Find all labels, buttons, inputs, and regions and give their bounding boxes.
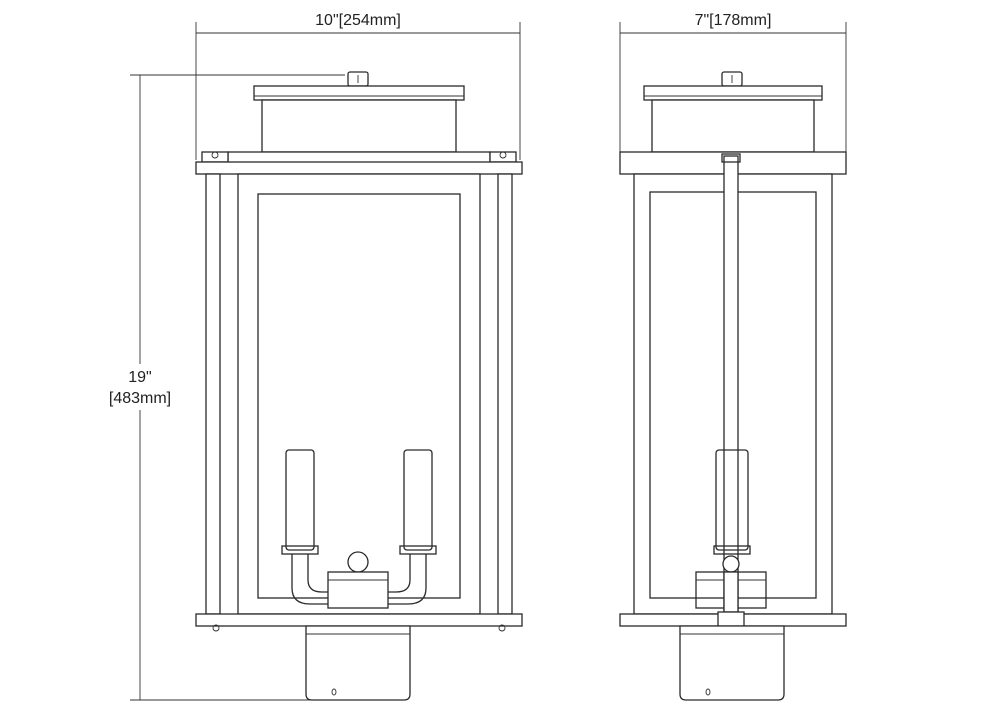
height-inch-label: 19" [128,369,151,386]
side-view-lantern [619,71,847,701]
front-frame [237,173,481,615]
front-right-candle [403,449,433,551]
front-top-cap [253,85,465,101]
side-crown [651,99,815,153]
height-dimension: 19" [483mm] [109,74,345,701]
height-mm-label: [483mm] [109,390,171,407]
front-post-fitter [305,625,411,701]
front-width-dimension: 10"[254mm] [195,12,521,160]
front-view-lantern [195,71,523,701]
front-right-post [497,173,513,615]
front-width-label: 10"[254mm] [315,12,401,29]
side-center-rod [723,155,739,613]
side-top-cap [643,85,823,101]
side-post-fitter [679,625,785,701]
front-socket-body [327,571,389,609]
side-width-label: 7"[178mm] [695,12,772,29]
front-crown [261,99,457,153]
front-left-candle [285,449,315,551]
front-left-post [205,173,221,615]
side-width-dimension: 7"[178mm] [619,12,847,152]
